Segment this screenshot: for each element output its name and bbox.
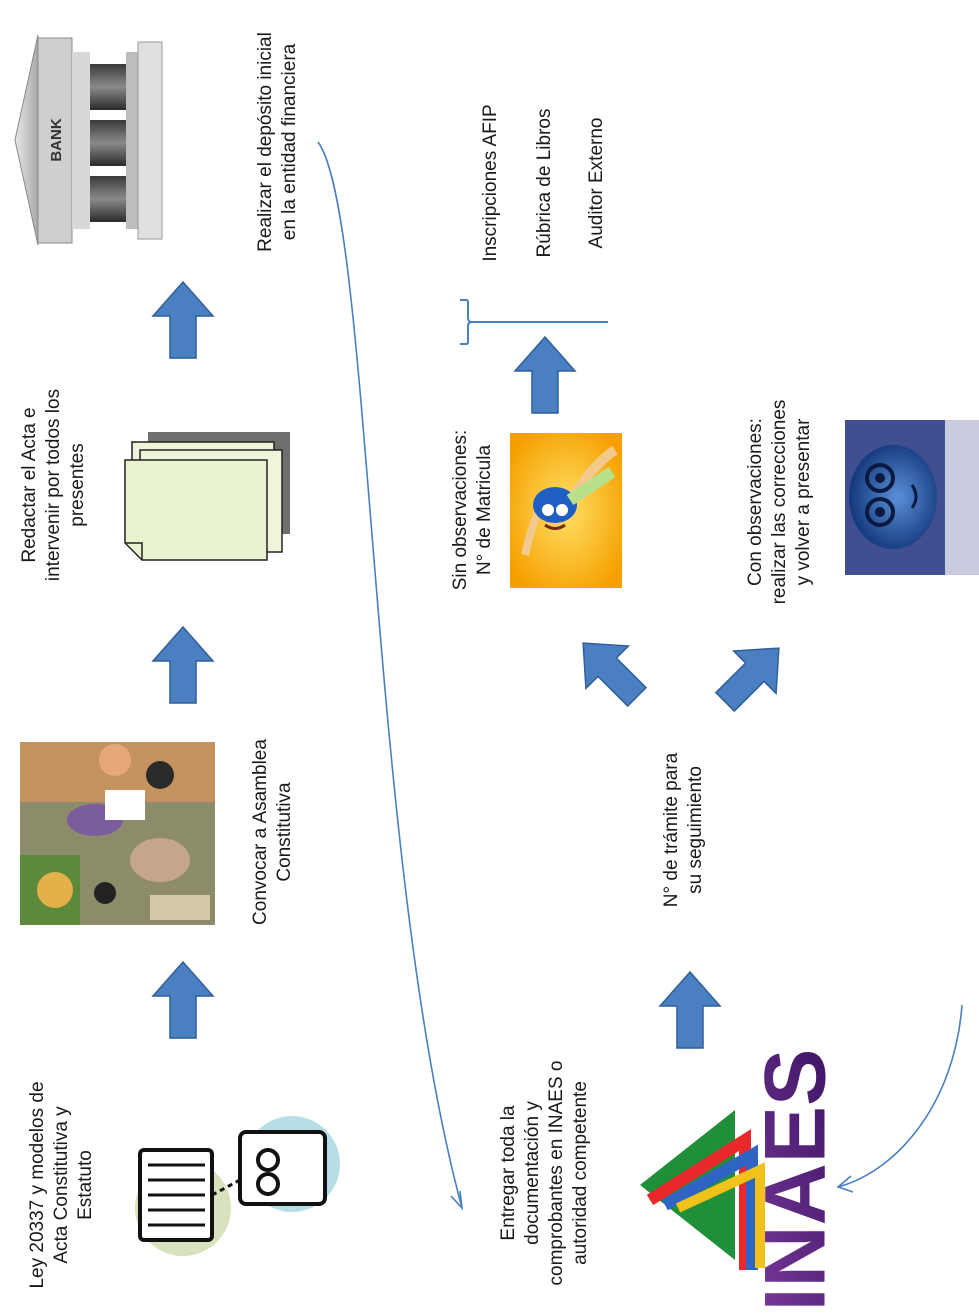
inaes-logo: INAES	[640, 1049, 844, 1311]
arrow-acta-to-deposito	[151, 280, 215, 359]
bank-icon: BANK	[14, 34, 163, 246]
arrow-tramite-to-con-obs	[714, 647, 780, 713]
connector-deposit-to-entregar	[317, 141, 463, 1209]
outcome-auditor: Auditor Externo	[586, 117, 607, 249]
outcome-rubrica: Rúbrica de Libros	[534, 108, 555, 258]
inaes-logo-text: INAES	[748, 1049, 844, 1310]
arrow-entregar-to-tramite	[658, 970, 722, 1049]
assembly-image	[20, 742, 215, 925]
book-reader-icon	[135, 1116, 340, 1256]
sadness-image	[845, 420, 979, 575]
arrow-asamblea-to-acta	[151, 625, 215, 704]
bank-label: BANK	[48, 118, 65, 161]
flow-arrows	[151, 280, 780, 1049]
outcomes-bracket	[460, 299, 608, 345]
arrow-tramite-to-sin-obs	[582, 642, 648, 708]
joy-image	[510, 433, 622, 588]
sin-observaciones-label: Sin observaciones:N° de Matricula	[450, 429, 495, 591]
arrow-ley-to-asamblea	[151, 960, 215, 1039]
arrow-sin-obs-to-outcomes	[513, 335, 577, 414]
documents-icon	[124, 432, 290, 561]
connector-correction-loop	[837, 1004, 963, 1188]
connector-arrowhead-bottom	[836, 1175, 854, 1193]
connector-arrowhead-top	[450, 1190, 464, 1211]
outcome-afip: Inscripciones AFIP	[480, 104, 501, 262]
con-observaciones-label: Con observaciones:realizar las correccio…	[745, 399, 814, 605]
